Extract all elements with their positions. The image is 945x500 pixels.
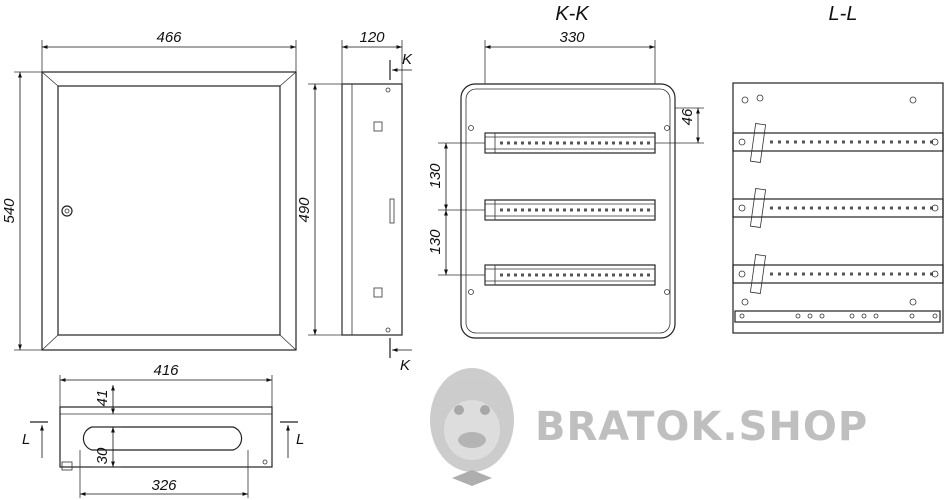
kk-width-label: 330 [559, 29, 585, 46]
front-door [57, 85, 281, 336]
section-kk-view: K-K 33 [427, 3, 704, 339]
top-body-outline [59, 406, 273, 468]
top-depth-label: 41 [94, 390, 111, 407]
section-ll-title: L-L [829, 3, 858, 25]
front-outer-frame [41, 71, 297, 351]
side-hinge-top [373, 121, 383, 132]
top-width-label: 416 [153, 362, 179, 379]
section-mark-l-left: L [22, 431, 30, 448]
din-rail [732, 123, 944, 163]
top-slot [82, 426, 243, 451]
kk-rail-offset-label: 46 [679, 108, 696, 125]
kk-rail-pitch-label-2: 130 [427, 229, 444, 255]
din-rail [484, 132, 656, 154]
top-mount-depth-label: 30 [94, 447, 111, 464]
side-height-label: 490 [296, 197, 313, 223]
side-body [341, 83, 403, 336]
section-mark-k-bottom: K [400, 357, 411, 374]
section-ll-view: L-L [732, 3, 944, 334]
side-hinge-bottom [373, 287, 383, 298]
din-rail [484, 264, 656, 286]
top-view: 416 41 30 326 L L [22, 362, 304, 498]
top-opening-label: 326 [151, 477, 177, 494]
side-view: 120 490 K K [296, 29, 413, 374]
front-view: 466 540 [1, 29, 297, 351]
ll-bottom-rail [734, 310, 941, 323]
din-rail [732, 254, 944, 294]
ll-back-panel [732, 82, 944, 334]
section-mark-l-right: L [296, 431, 304, 448]
watermark: BRATOK.SHOP [430, 368, 868, 486]
din-rail [732, 188, 944, 228]
din-rail [484, 199, 656, 221]
kk-back-panel [460, 83, 676, 339]
front-width-label: 466 [156, 29, 182, 46]
door-lock-icon [61, 205, 73, 217]
section-kk-title: K-K [555, 3, 590, 25]
side-handle [389, 198, 395, 224]
gorilla-logo-icon [430, 368, 514, 486]
section-mark-k-top: K [402, 51, 413, 68]
side-depth-label: 120 [359, 29, 385, 46]
watermark-text: BRATOK.SHOP [535, 404, 868, 450]
kk-rail-pitch-label-1: 130 [427, 163, 444, 189]
front-height-label: 540 [1, 198, 18, 224]
